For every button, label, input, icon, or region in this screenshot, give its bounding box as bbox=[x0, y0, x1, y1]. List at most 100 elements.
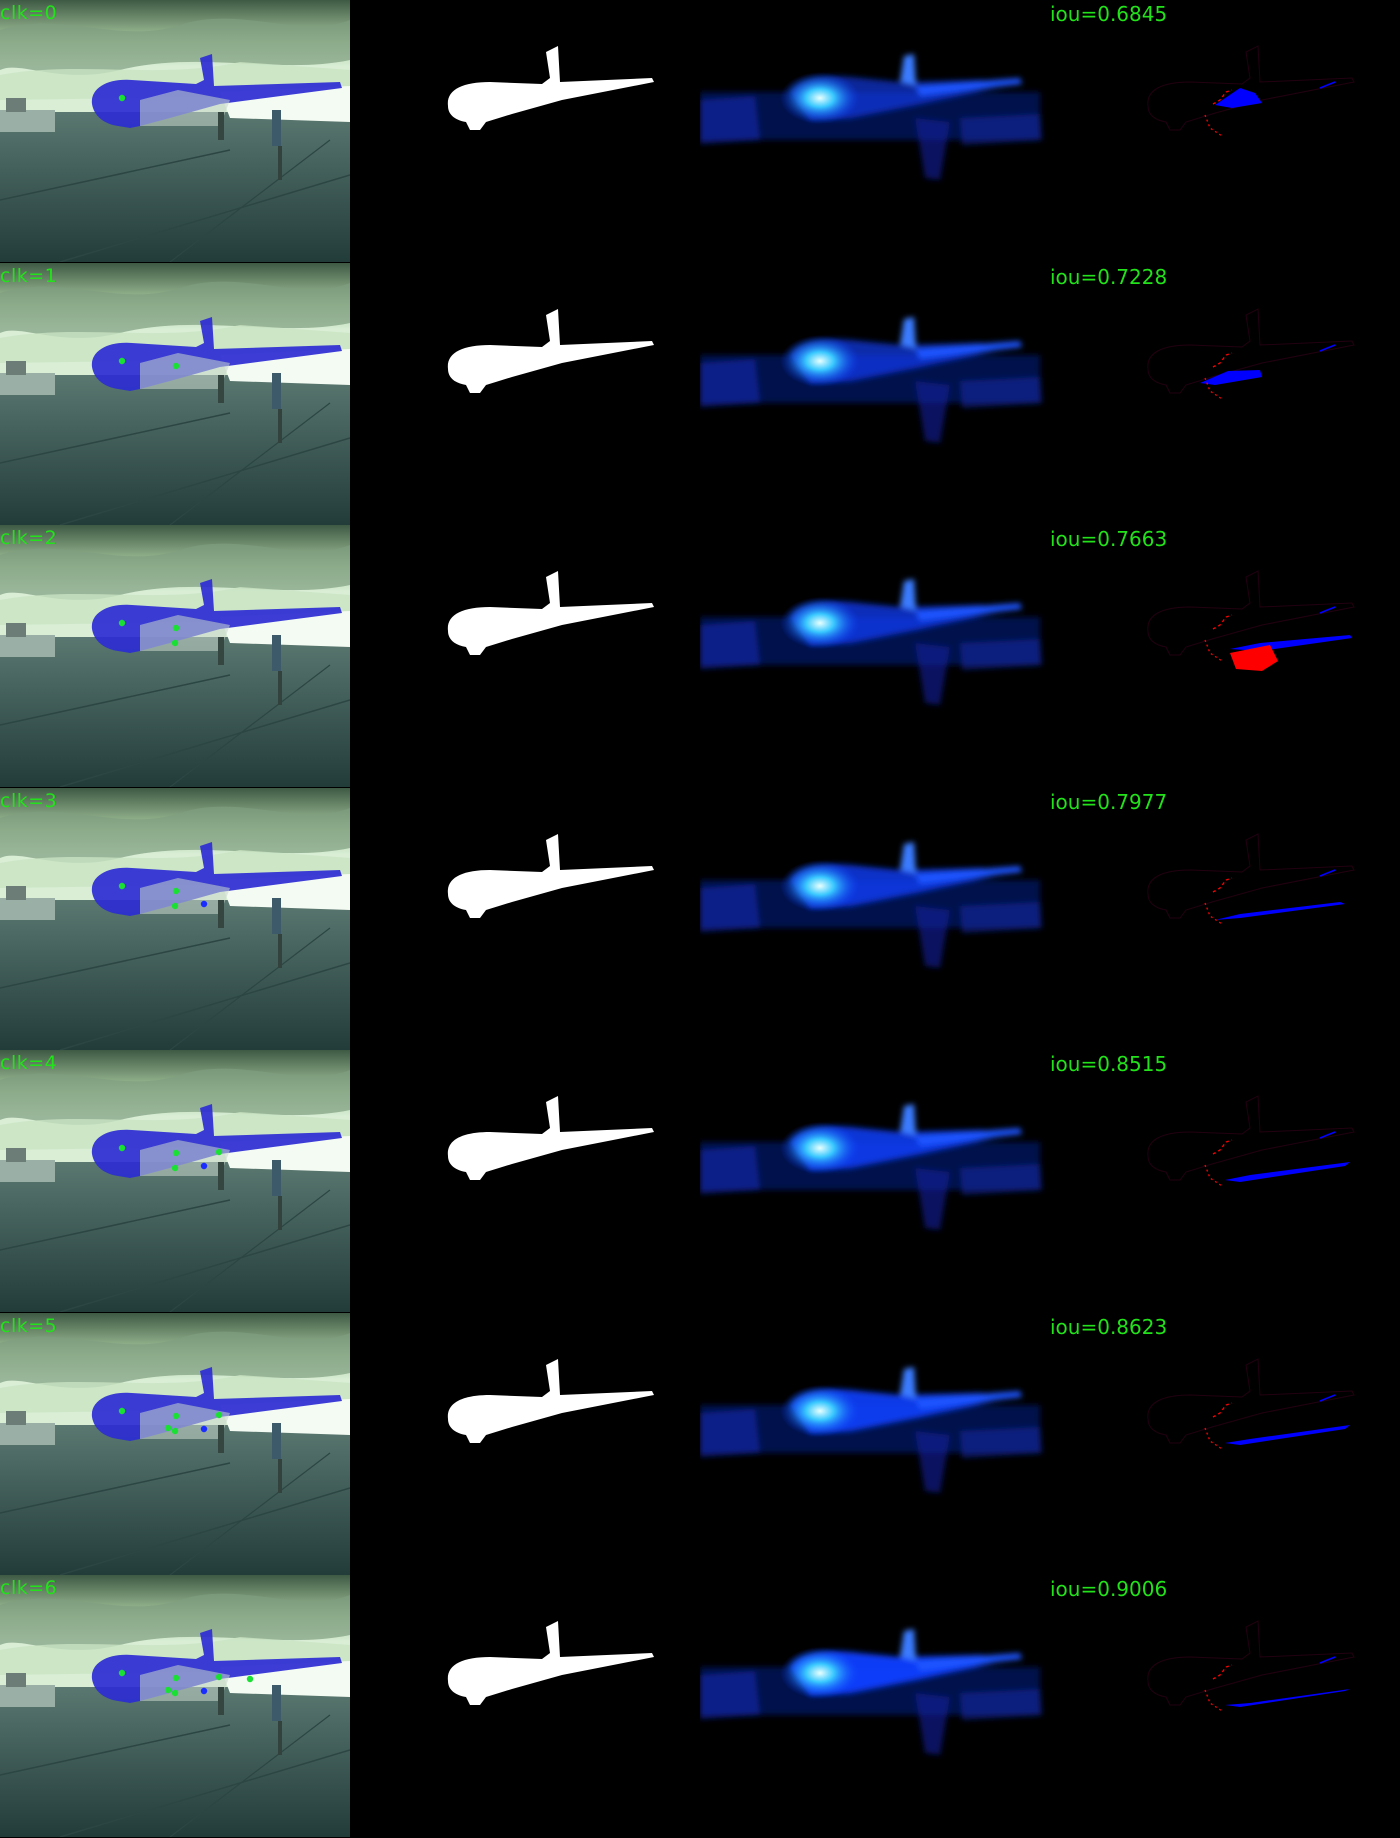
click-point bbox=[200, 1687, 208, 1695]
click-point bbox=[172, 887, 180, 895]
error-map: iou=0.7228 bbox=[1050, 263, 1400, 525]
ground-truth-mask bbox=[350, 1050, 700, 1312]
mask-silhouette bbox=[350, 788, 700, 1050]
error-map: iou=0.9006 bbox=[1050, 1575, 1400, 1837]
mask-silhouette bbox=[350, 525, 700, 787]
result-row: clk=5 iou=0.8623 bbox=[0, 1313, 1400, 1575]
click-point bbox=[172, 362, 180, 370]
iou-score-label: iou=0.8515 bbox=[1050, 1052, 1168, 1076]
iou-score-label: iou=0.8623 bbox=[1050, 1315, 1168, 1339]
result-row: clk=3 iou=0.7977 bbox=[0, 788, 1400, 1050]
click-count-label: clk=1 bbox=[0, 265, 58, 287]
click-point bbox=[118, 94, 126, 102]
probability-heatmap bbox=[700, 525, 1050, 787]
error-map: iou=0.7977 bbox=[1050, 788, 1400, 1050]
mask-silhouette bbox=[350, 1313, 700, 1575]
image-with-clicks: clk=0 bbox=[0, 0, 350, 262]
error-map: iou=0.6845 bbox=[1050, 0, 1400, 262]
airport-photo bbox=[0, 263, 350, 525]
click-point bbox=[215, 1411, 223, 1419]
error-overlay bbox=[1050, 788, 1400, 1050]
click-count-label: clk=0 bbox=[0, 2, 58, 24]
error-map: iou=0.8515 bbox=[1050, 1050, 1400, 1312]
click-point bbox=[200, 1162, 208, 1170]
ground-truth-mask bbox=[350, 1575, 700, 1837]
click-point bbox=[172, 1149, 180, 1157]
probability-map bbox=[700, 1575, 1050, 1837]
image-with-clicks: clk=4 bbox=[0, 1050, 350, 1312]
error-overlay bbox=[1050, 263, 1400, 525]
probability-map bbox=[700, 788, 1050, 1050]
probability-heatmap bbox=[700, 1050, 1050, 1312]
click-point bbox=[172, 1674, 180, 1682]
click-point bbox=[246, 1675, 254, 1683]
airport-photo bbox=[0, 1575, 350, 1837]
image-with-clicks: clk=6 bbox=[0, 1575, 350, 1837]
ground-truth-mask bbox=[350, 788, 700, 1050]
click-point bbox=[118, 1144, 126, 1152]
click-count-label: clk=4 bbox=[0, 1052, 58, 1074]
iou-score-label: iou=0.6845 bbox=[1050, 2, 1168, 26]
result-row: clk=0 iou=0.6845 bbox=[0, 0, 1400, 262]
airport-photo bbox=[0, 1050, 350, 1312]
click-point bbox=[215, 1673, 223, 1681]
image-with-clicks: clk=1 bbox=[0, 263, 350, 525]
error-overlay bbox=[1050, 1050, 1400, 1312]
airport-photo bbox=[0, 788, 350, 1050]
error-overlay bbox=[1050, 1313, 1400, 1575]
click-point bbox=[200, 1425, 208, 1433]
probability-map bbox=[700, 1313, 1050, 1575]
click-point bbox=[164, 1424, 172, 1432]
click-point bbox=[171, 902, 179, 910]
click-point bbox=[118, 1407, 126, 1415]
mask-silhouette bbox=[350, 1575, 700, 1837]
click-point bbox=[171, 1427, 179, 1435]
error-map: iou=0.8623 bbox=[1050, 1313, 1400, 1575]
click-point bbox=[171, 1164, 179, 1172]
iou-score-label: iou=0.7228 bbox=[1050, 265, 1168, 289]
probability-heatmap bbox=[700, 788, 1050, 1050]
click-point bbox=[172, 1412, 180, 1420]
error-overlay bbox=[1050, 525, 1400, 787]
click-point bbox=[171, 1689, 179, 1697]
click-count-label: clk=3 bbox=[0, 790, 58, 812]
airport-photo bbox=[0, 525, 350, 787]
click-point bbox=[172, 624, 180, 632]
probability-map bbox=[700, 1050, 1050, 1312]
click-count-label: clk=6 bbox=[0, 1577, 58, 1599]
image-with-clicks: clk=5 bbox=[0, 1313, 350, 1575]
click-point bbox=[171, 639, 179, 647]
probability-heatmap bbox=[700, 1313, 1050, 1575]
probability-map bbox=[700, 0, 1050, 262]
result-row: clk=1 iou=0.7228 bbox=[0, 263, 1400, 525]
click-point bbox=[118, 1669, 126, 1677]
result-row: clk=4 iou=0.8515 bbox=[0, 1050, 1400, 1312]
ground-truth-mask bbox=[350, 1313, 700, 1575]
probability-heatmap bbox=[700, 0, 1050, 262]
iou-score-label: iou=0.7977 bbox=[1050, 790, 1168, 814]
result-row: clk=6 iou=0.9006 bbox=[0, 1575, 1400, 1837]
click-count-label: clk=2 bbox=[0, 527, 58, 549]
result-row: clk=2 iou=0.7663 bbox=[0, 525, 1400, 787]
click-point bbox=[164, 1686, 172, 1694]
ground-truth-mask bbox=[350, 525, 700, 787]
click-point bbox=[118, 357, 126, 365]
iou-score-label: iou=0.7663 bbox=[1050, 527, 1168, 551]
mask-silhouette bbox=[350, 0, 700, 262]
mask-silhouette bbox=[350, 263, 700, 525]
error-overlay bbox=[1050, 0, 1400, 262]
probability-map bbox=[700, 525, 1050, 787]
mask-silhouette bbox=[350, 1050, 700, 1312]
image-with-clicks: clk=3 bbox=[0, 788, 350, 1050]
ground-truth-mask bbox=[350, 0, 700, 262]
ground-truth-mask bbox=[350, 263, 700, 525]
click-count-label: clk=5 bbox=[0, 1315, 58, 1337]
click-point bbox=[118, 619, 126, 627]
error-overlay bbox=[1050, 1575, 1400, 1837]
click-point bbox=[215, 1148, 223, 1156]
error-map: iou=0.7663 bbox=[1050, 525, 1400, 787]
image-with-clicks: clk=2 bbox=[0, 525, 350, 787]
airport-photo bbox=[0, 1313, 350, 1575]
probability-heatmap bbox=[700, 1575, 1050, 1837]
